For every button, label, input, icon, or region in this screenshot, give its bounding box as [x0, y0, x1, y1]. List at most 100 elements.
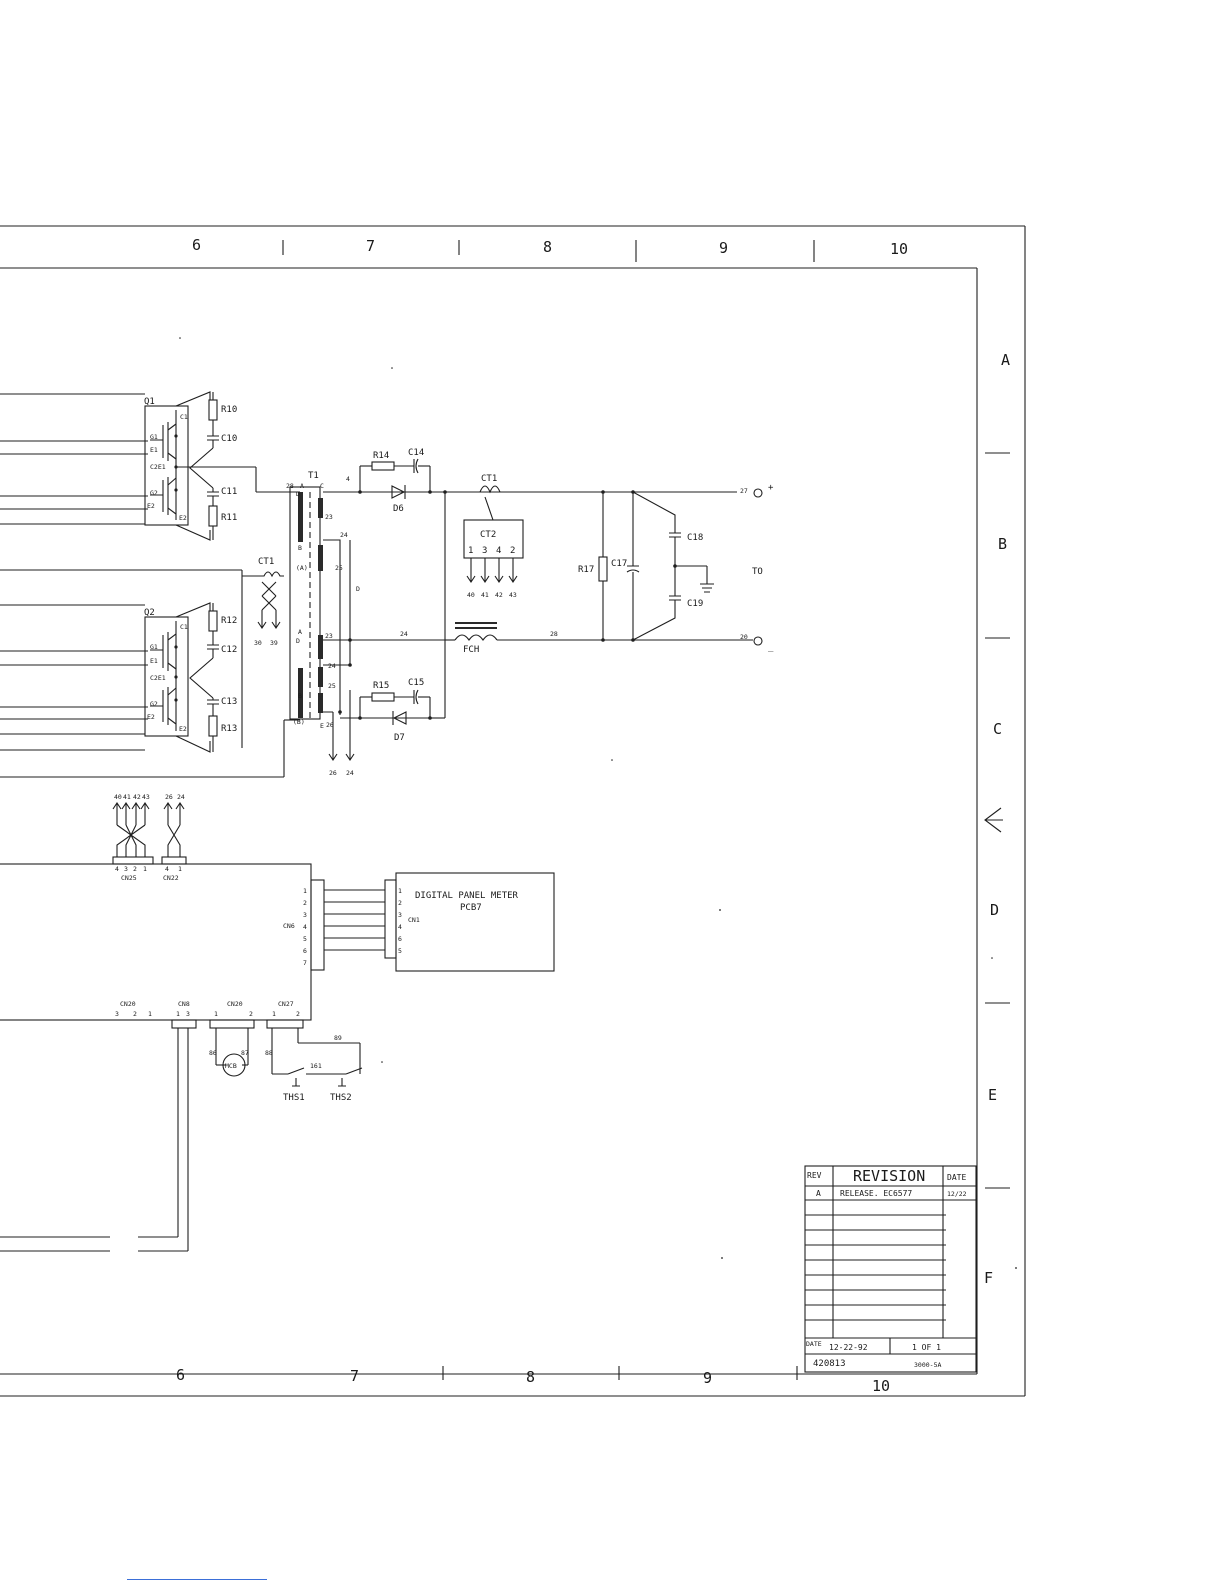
rev-value: A: [816, 1189, 821, 1198]
cn25-pin-4: 4: [115, 865, 119, 873]
cn25-wire-42: 42: [133, 793, 141, 801]
plus-terminal: +: [768, 483, 774, 493]
wire-86: 86: [209, 1049, 217, 1057]
c13-label: C13: [221, 697, 237, 707]
zone-labels-top: 6 7 8 9 10: [192, 236, 908, 258]
zone-col-8: 8: [543, 238, 552, 256]
cn25-pin-2: 2: [133, 865, 137, 873]
q1-pin-e1: E1: [150, 446, 158, 454]
q1-pin-g2: G2: [150, 489, 158, 497]
q2-label: Q2: [144, 608, 155, 618]
zone-row-c: C: [993, 720, 1002, 738]
zone-col-10-bottom: 10: [872, 1377, 890, 1395]
cn20-pin-3: 3: [115, 1010, 119, 1018]
wire-89: 89: [334, 1034, 342, 1042]
sheet-number: 1 OF 1: [912, 1343, 941, 1352]
footer-rule: [127, 1579, 267, 1580]
wire-24b: 24: [328, 662, 336, 670]
cn28-pin-2: 2: [249, 1010, 253, 1018]
drawing-number: 420813: [813, 1359, 846, 1369]
cn1-pin-2: 2: [398, 899, 402, 907]
revision-date: 12/22: [947, 1190, 967, 1198]
cn22-label: CN22: [163, 874, 179, 882]
c10-label: C10: [221, 434, 237, 444]
scan-noise: [179, 337, 1017, 1269]
r12-label: R12: [221, 616, 237, 626]
wire-20: 20: [740, 633, 748, 641]
cn6-pin-1: 1: [303, 887, 307, 895]
cn28-label: CN20: [227, 1000, 243, 1008]
panel-meter-pcb: PCB7: [460, 903, 482, 913]
cn22-wire-24: 24: [177, 793, 185, 801]
wire-20b: 28: [550, 630, 558, 638]
ct1-left-label: CT1: [258, 557, 274, 567]
d6-label: D6: [393, 504, 404, 514]
q2-pin-e2: E2: [147, 713, 155, 721]
t1-pin-b-bottom: B: [298, 692, 302, 700]
q1-label: Q1: [144, 397, 155, 407]
cn1-pin-3: 3: [398, 911, 402, 919]
wire-88: 88: [265, 1049, 273, 1057]
zone-row-b: B: [998, 535, 1007, 553]
q1-pin-e2: E2: [147, 502, 155, 510]
panel-meter-title: DIGITAL PANEL METER: [415, 891, 519, 901]
minus-terminal: _: [768, 643, 774, 653]
zone-col-6-bottom: 6: [176, 1366, 185, 1384]
ct1-left: CT1 30 39: [242, 557, 284, 647]
cn1-pin-1: 1: [398, 887, 402, 895]
r11-label: R11: [221, 513, 237, 523]
q1-pin-c2e1: C2E1: [150, 463, 166, 471]
rev-header: REV: [807, 1171, 822, 1180]
zone-labels-bottom: 6 7 8 9 10: [176, 1366, 890, 1395]
ct2-wire-43: 43: [509, 591, 517, 599]
drawing-date: 12-22-92: [829, 1343, 868, 1352]
t1-pin-a-mid: (A): [296, 564, 308, 572]
t1-pin-b-paren: (B): [293, 718, 305, 726]
ct2-pin-2: 2: [510, 546, 515, 556]
cn6-label: CN6: [283, 922, 295, 930]
wire-25b: 25: [328, 682, 336, 690]
cn6-pin-6: 6: [303, 947, 307, 955]
wire-26a: 26: [326, 721, 334, 729]
q1-pin-e2b: E2: [179, 514, 187, 522]
digital-panel-meter: 1 2 3 4 6 5 CN1 DIGITAL PANEL METER PCB7: [384, 872, 555, 972]
model-number: 3000-5A: [914, 1361, 941, 1369]
output-filter: 27 + FCH 24 28 20 _ R17 C17: [350, 483, 774, 655]
c15-label: C15: [408, 678, 424, 688]
ct2-wire-41: 41: [481, 591, 489, 599]
cn20-label: CN20: [120, 1000, 136, 1008]
c18-label: C18: [687, 533, 703, 543]
cn1-pin-4: 4: [398, 923, 402, 931]
cn27-pin-2: 2: [296, 1010, 300, 1018]
cn22-pin-4: 4: [165, 865, 169, 873]
zone-col-9: 9: [719, 239, 728, 257]
wire-25a: 25: [335, 564, 343, 572]
wire-23a: 23: [325, 513, 333, 521]
cn25-wire-40: 40: [114, 793, 122, 801]
cn8-label: CN8: [178, 1000, 190, 1008]
ct2-pin-1: 1: [468, 546, 473, 556]
wire-24: 24: [400, 630, 408, 638]
rectifier-top: 4 R14 C14 D6: [346, 448, 737, 719]
cn25-wire-43: 43: [142, 793, 150, 801]
ct2-label: CT2: [480, 530, 496, 540]
q2-pin-c1: C1: [180, 623, 188, 631]
t1-label: T1: [308, 471, 319, 481]
cn6-pin-4: 4: [303, 923, 307, 931]
cn25-pin-3: 3: [124, 865, 128, 873]
cn28-pin-1: 1: [214, 1010, 218, 1018]
wire-161: 161: [310, 1062, 322, 1070]
cn6-pin-3: 3: [303, 911, 307, 919]
cn6-pin-5: 5: [303, 935, 307, 943]
transformer-t1: T1 28 A C D B (A) A D B (B) E 23 24 25 D…: [286, 471, 360, 777]
wire-27: 27: [740, 487, 748, 495]
q2-pin-g2: G2: [150, 700, 158, 708]
t1-pin-d-bottom: D: [296, 637, 300, 645]
zone-col-9-bottom: 9: [703, 1369, 712, 1387]
wire-4: 4: [346, 475, 350, 483]
c11-label: C11: [221, 487, 237, 497]
t1-pin-e: E: [320, 722, 324, 730]
ct2-pin-4: 4: [496, 546, 501, 556]
